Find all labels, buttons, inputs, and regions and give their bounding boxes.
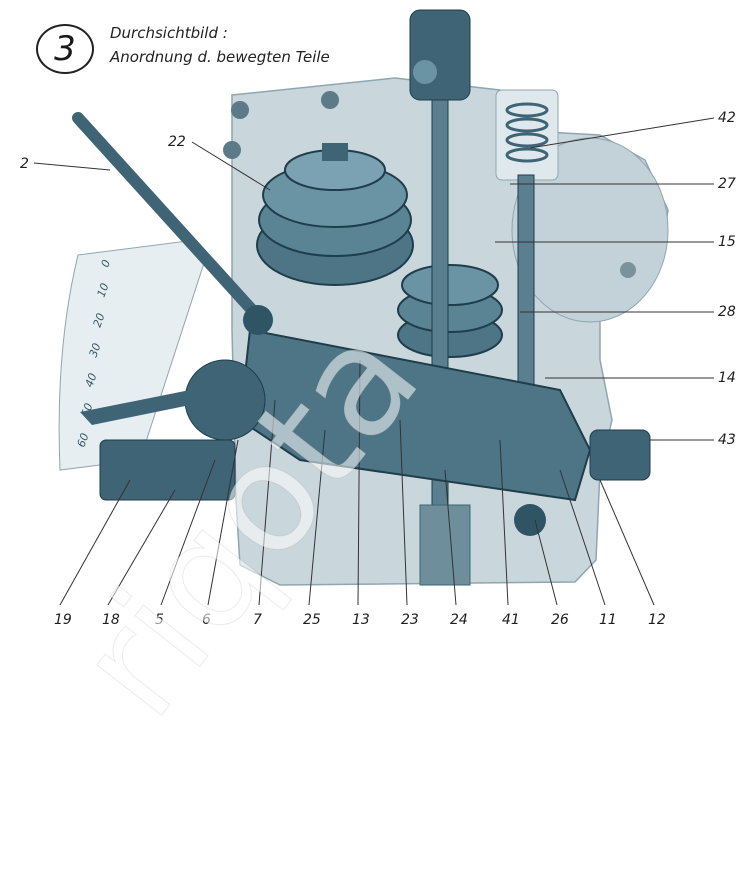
leader-line	[33, 162, 111, 171]
pulley-nut	[322, 143, 348, 161]
screw-head	[223, 141, 241, 159]
leader-line	[599, 479, 655, 606]
callout-label-25: 25	[303, 612, 321, 628]
leader-line	[59, 479, 131, 606]
leader-line	[534, 519, 558, 606]
scale-tick-label: 20	[91, 311, 108, 329]
scale-tick-label: 40	[83, 371, 100, 389]
small-pulley	[401, 264, 499, 306]
callout-label-13: 13	[352, 612, 370, 628]
clamp-block	[99, 439, 236, 501]
callout-label-22: 22	[168, 134, 186, 150]
figure-number: 3	[54, 29, 76, 69]
figure-number-badge: 3	[36, 24, 94, 74]
callout-label-2: 2	[20, 156, 29, 172]
callout-label-19: 19	[54, 612, 72, 628]
scale-tick-label: 30	[87, 341, 104, 359]
callout-label-28: 28	[718, 304, 736, 320]
callout-label-7: 7	[253, 612, 262, 628]
leader-line	[399, 419, 408, 606]
screw-head	[321, 91, 339, 109]
callout-label-5: 5	[155, 612, 164, 628]
lever-pivot	[243, 305, 273, 335]
scale-tick-label: 0	[99, 258, 114, 269]
callout-label-11: 11	[599, 612, 617, 628]
leader-line	[258, 399, 276, 606]
leader-line	[559, 469, 606, 606]
screw-head	[231, 101, 249, 119]
shaft-lower-sleeve	[419, 504, 471, 586]
clamp-bolt	[413, 60, 437, 84]
leader-line	[529, 117, 715, 149]
callout-label-43: 43	[718, 432, 736, 448]
right-knob	[514, 504, 546, 536]
scale-tick-label: 60	[75, 431, 92, 449]
scale-tick-label: 10	[95, 281, 112, 299]
callout-label-6: 6	[202, 612, 211, 628]
callout-label-23: 23	[401, 612, 419, 628]
callout-label-12: 12	[648, 612, 666, 628]
leader-line	[308, 429, 326, 606]
caption-line-2: Anordnung d. bewegten Teile	[110, 48, 330, 66]
pawl-arm	[80, 388, 205, 425]
callout-label-27: 27	[718, 176, 736, 192]
right-bearing	[589, 429, 651, 481]
callout-label-26: 26	[551, 612, 569, 628]
hand-lever	[72, 112, 258, 316]
leader-line	[191, 141, 271, 191]
caption-line-1: Durchsichtbild :	[110, 24, 228, 42]
leader-line	[357, 359, 361, 606]
leader-line	[160, 459, 216, 606]
leader-line	[444, 469, 457, 606]
callout-label-24: 24	[450, 612, 468, 628]
boss-hole	[620, 262, 636, 278]
leader-line	[107, 489, 176, 606]
spring-coils	[505, 102, 549, 163]
callout-label-42: 42	[718, 110, 736, 126]
shaft-top-clamp	[409, 9, 471, 101]
callout-label-14: 14	[718, 370, 736, 386]
leader-line	[207, 439, 239, 606]
leader-line	[499, 439, 509, 606]
callout-label-18: 18	[102, 612, 120, 628]
callout-label-41: 41	[502, 612, 520, 628]
callout-label-15: 15	[718, 234, 736, 250]
